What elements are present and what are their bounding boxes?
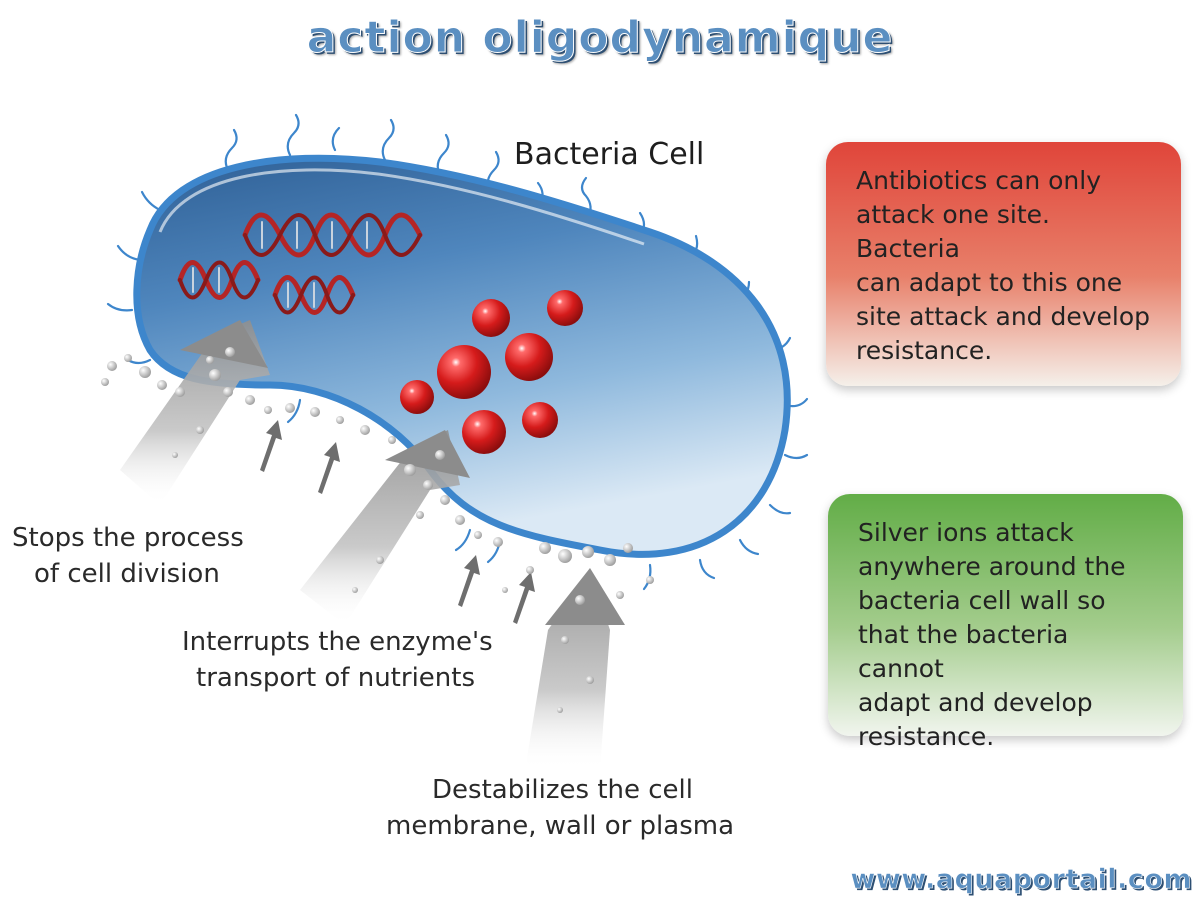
arrow-left [120, 320, 270, 505]
page-title: action oligodynamique [306, 12, 894, 64]
label-line: Stops the process [12, 523, 244, 553]
arrow-middle [300, 430, 460, 625]
small-arrows [260, 420, 535, 624]
label-line: Interrupts the enzyme's [182, 627, 493, 657]
label-destabilizes-membrane: Destabilizes the cell membrane, wall or … [386, 772, 734, 844]
box-line: Antibiotics can only [856, 166, 1102, 195]
label-line: Destabilizes the cell [432, 775, 693, 805]
box-line: resistance. [856, 336, 993, 365]
label-stops-cell-division: Stops the process of cell division [12, 520, 244, 592]
dna-strands [177, 212, 423, 315]
label-line: of cell division [34, 559, 220, 589]
box-line: attack one site. Bacteria [856, 200, 1050, 263]
silver-particles [101, 347, 654, 713]
label-line: membrane, wall or plasma [386, 811, 735, 841]
antibiotics-info-box: Antibiotics can only attack one site. Ba… [826, 142, 1181, 386]
box-line: that the bacteria cannot [858, 620, 1069, 683]
box-line: Silver ions attack [858, 518, 1074, 547]
box-line: bacteria cell wall so [858, 586, 1106, 615]
box-line: site attack and develop [856, 302, 1151, 331]
cell-label: Bacteria Cell [514, 137, 705, 172]
box-line: adapt and develop [858, 688, 1093, 717]
label-interrupts-transport: Interrupts the enzyme's transport of nut… [182, 624, 493, 696]
box-line: resistance. [858, 722, 995, 751]
box-line: can adapt to this one [856, 268, 1123, 297]
silver-ions-info-box: Silver ions attack anywhere around the b… [828, 494, 1183, 751]
attack-arrows [120, 320, 625, 770]
website-watermark: www.aquaportail.com [850, 864, 1192, 896]
label-line: transport of nutrients [196, 663, 476, 693]
box-line: anywhere around the [858, 552, 1126, 581]
red-spheres [400, 290, 583, 454]
